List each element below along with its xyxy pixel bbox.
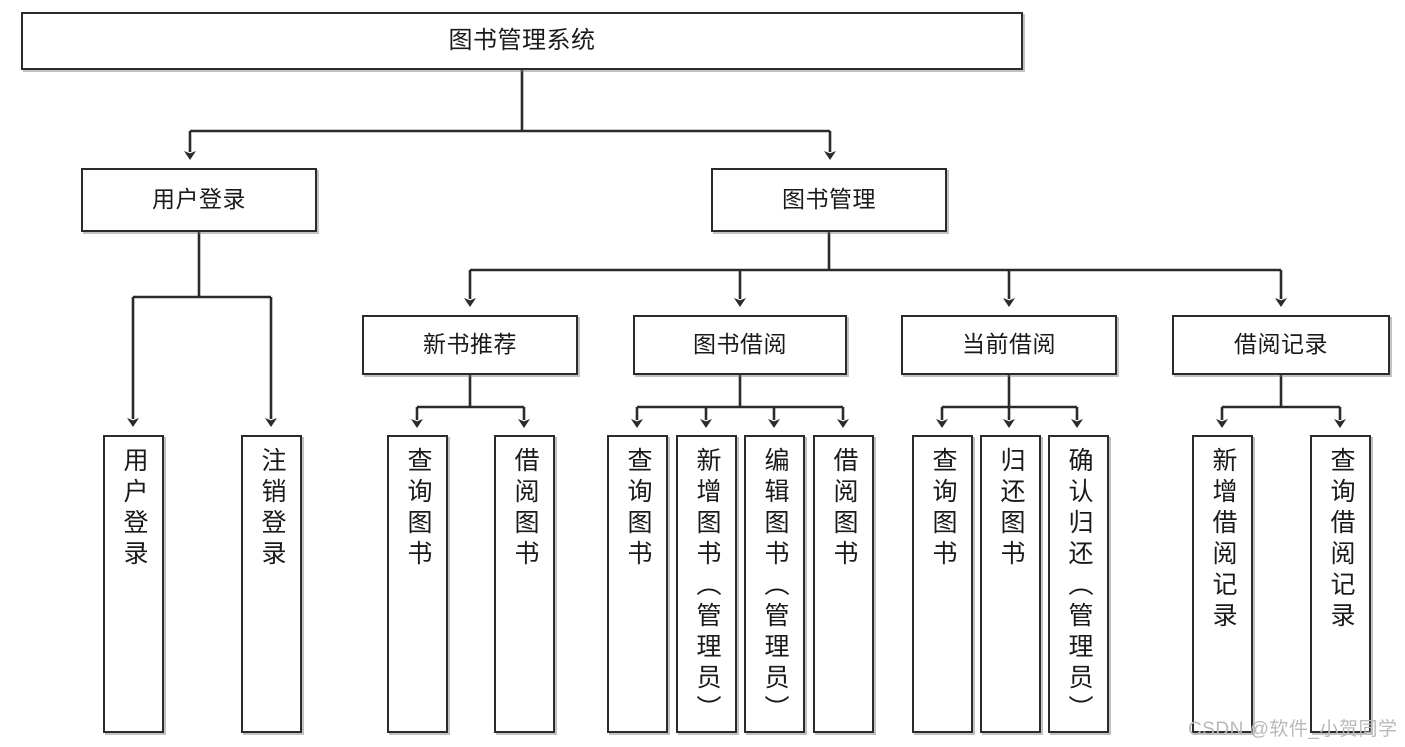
node-current-borrow[interactable]: 当前借阅 [901, 315, 1117, 375]
node-label: 用户登录 [120, 447, 148, 571]
node-label: 查询借阅记录 [1327, 447, 1355, 633]
node-book-borrow[interactable]: 图书借阅 [633, 315, 847, 375]
node-label: 图书借阅 [693, 331, 787, 358]
node-label: 查询图书 [404, 447, 432, 571]
node-borrow-record[interactable]: 借阅记录 [1172, 315, 1390, 375]
node-user-login[interactable]: 用户登录 [81, 168, 317, 232]
node-label: 图书管理 [782, 186, 876, 213]
node-label: 查询图书 [624, 447, 652, 571]
leaf-current-confirm-return-admin[interactable]: 确认归还（管理员） [1048, 435, 1109, 733]
node-book-management[interactable]: 图书管理 [711, 168, 947, 232]
node-label: 确认归还（管理员） [1065, 447, 1093, 726]
node-new-book-recommend[interactable]: 新书推荐 [362, 315, 578, 375]
node-label: 借阅图书 [511, 447, 539, 571]
node-label: 用户登录 [152, 186, 246, 213]
leaf-record-add-record[interactable]: 新增借阅记录 [1192, 435, 1253, 733]
node-label: 当前借阅 [962, 331, 1056, 358]
leaf-recommend-query-book[interactable]: 查询图书 [387, 435, 448, 733]
leaf-current-query-book[interactable]: 查询图书 [912, 435, 973, 733]
node-label: 归还图书 [997, 447, 1025, 571]
leaf-borrow-borrow-book[interactable]: 借阅图书 [813, 435, 874, 733]
csdn-watermark: CSDN @软件_小贺同学 [1188, 719, 1398, 740]
leaf-borrow-edit-book-admin[interactable]: 编辑图书（管理员） [744, 435, 805, 733]
leaf-recommend-borrow-book[interactable]: 借阅图书 [494, 435, 555, 733]
leaf-record-query-record[interactable]: 查询借阅记录 [1310, 435, 1371, 733]
leaf-user-login-logout[interactable]: 注销登录 [241, 435, 302, 733]
leaf-borrow-query-book[interactable]: 查询图书 [607, 435, 668, 733]
leaf-current-return-book[interactable]: 归还图书 [980, 435, 1041, 733]
node-label: 编辑图书（管理员） [761, 447, 789, 726]
node-label: 注销登录 [258, 447, 286, 571]
node-label: 借阅图书 [830, 447, 858, 571]
node-label: 图书管理系统 [448, 26, 596, 54]
leaf-borrow-add-book-admin[interactable]: 新增图书（管理员） [676, 435, 737, 733]
node-label: 借阅记录 [1234, 331, 1328, 358]
node-label: 新增借阅记录 [1209, 447, 1237, 633]
node-label: 新书推荐 [423, 331, 517, 358]
node-label: 新增图书（管理员） [693, 447, 721, 726]
node-label: 查询图书 [929, 447, 957, 571]
node-root-system[interactable]: 图书管理系统 [21, 12, 1023, 70]
leaf-user-login-login[interactable]: 用户登录 [103, 435, 164, 733]
